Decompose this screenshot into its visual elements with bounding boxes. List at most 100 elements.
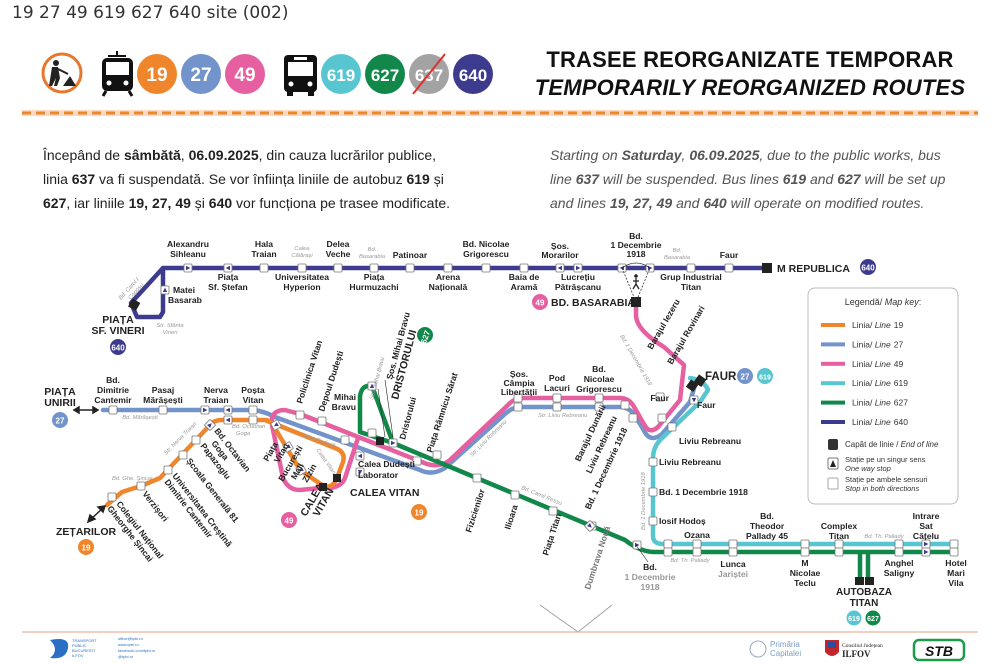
stop-marker[interactable]: [894, 547, 904, 557]
stop-marker[interactable]: [949, 539, 959, 549]
stop-marker[interactable]: [648, 487, 658, 497]
notice-ro: Începând de sâmbătă, 06.09.2025, din cau…: [43, 147, 451, 211]
stop-marker[interactable]: [333, 263, 343, 273]
one-way-stop-marker[interactable]: [160, 285, 170, 295]
stop-marker[interactable]: [692, 547, 702, 557]
stop-marker[interactable]: [295, 410, 305, 420]
stop-marker[interactable]: [248, 405, 258, 415]
stop-marker[interactable]: [657, 413, 667, 423]
stop-marker[interactable]: [443, 263, 453, 273]
one-way-stop-marker[interactable]: [388, 438, 398, 448]
one-way-stop-marker[interactable]: [223, 405, 233, 415]
one-way-stop-marker[interactable]: [367, 381, 377, 391]
stop-marker[interactable]: [412, 456, 422, 466]
stop-marker[interactable]: [317, 416, 327, 426]
one-way-stop-marker[interactable]: [295, 464, 307, 476]
one-way-stop-marker[interactable]: [921, 539, 931, 549]
svg-text:619: 619: [759, 375, 771, 382]
stop-marker[interactable]: [513, 402, 523, 412]
stop-marker[interactable]: [648, 457, 658, 467]
stop-marker[interactable]: [472, 473, 482, 483]
stop-marker[interactable]: [367, 428, 377, 438]
one-way-stop-marker[interactable]: [355, 467, 365, 477]
stop-marker[interactable]: [648, 516, 658, 526]
svg-text:Stație pe ambele sensuri: Stație pe ambele sensuri: [845, 475, 928, 484]
stop-marker[interactable]: [724, 263, 734, 273]
stop-marker[interactable]: [259, 263, 269, 273]
one-way-stop-marker[interactable]: [584, 520, 596, 532]
stop-marker[interactable]: [692, 539, 702, 549]
one-way-stop-marker[interactable]: [223, 415, 233, 425]
line-badge-627: 627: [365, 54, 405, 94]
one-way-stop-marker[interactable]: [223, 263, 233, 273]
stop-marker[interactable]: [513, 393, 523, 403]
tpbi-logo: [50, 639, 69, 659]
stop-marker[interactable]: [552, 402, 562, 412]
legend-swatch: [821, 400, 845, 405]
one-way-stop-marker[interactable]: [204, 419, 216, 431]
stop-marker[interactable]: [191, 435, 201, 445]
one-way-stop-marker[interactable]: [282, 441, 294, 453]
one-way-stop-marker[interactable]: [921, 547, 931, 557]
stop-marker[interactable]: [248, 415, 258, 425]
line-badge-640: 640: [453, 54, 493, 94]
stop-marker[interactable]: [628, 413, 638, 423]
stop-marker[interactable]: [800, 547, 810, 557]
stop-marker[interactable]: [510, 490, 520, 500]
stop-marker[interactable]: [340, 435, 350, 445]
stop-marker[interactable]: [158, 405, 168, 415]
stop-marker[interactable]: [552, 393, 562, 403]
one-way-stop-marker[interactable]: [200, 405, 210, 415]
stop-marker[interactable]: [163, 465, 173, 475]
one-way-stop-marker[interactable]: [573, 263, 583, 273]
stop-marker[interactable]: [800, 539, 810, 549]
stop-marker[interactable]: [481, 263, 491, 273]
stop-marker[interactable]: [667, 422, 677, 432]
stop-marker[interactable]: [728, 539, 738, 549]
svg-text:STB: STB: [925, 643, 953, 659]
stop-marker[interactable]: [834, 539, 844, 549]
one-way-stop-marker[interactable]: [555, 263, 565, 273]
one-way-stop-marker[interactable]: [355, 451, 365, 461]
stop-marker[interactable]: [519, 263, 529, 273]
stop-marker[interactable]: [369, 263, 379, 273]
stop-marker[interactable]: [728, 547, 738, 557]
stop-marker[interactable]: [686, 263, 696, 273]
stop-marker[interactable]: [548, 506, 558, 516]
svg-text:Legendă/ Map key:: Legendă/ Map key:: [845, 297, 922, 307]
stop-marker[interactable]: [655, 392, 665, 402]
dashed-divider: [22, 110, 978, 116]
stop-marker[interactable]: [894, 539, 904, 549]
stop-marker[interactable]: [108, 405, 118, 415]
stop-marker[interactable]: [107, 492, 117, 502]
svg-text:Ilioara: Ilioara: [502, 503, 519, 530]
stop-marker[interactable]: [663, 547, 673, 557]
stop-marker[interactable]: [594, 402, 604, 412]
line-badge-label: 619: [327, 66, 355, 85]
stop-marker[interactable]: [620, 400, 630, 410]
stop-marker[interactable]: [178, 450, 188, 460]
one-way-stop-marker[interactable]: [270, 419, 282, 431]
one-way-stop-marker[interactable]: [632, 540, 642, 550]
stop-marker[interactable]: [297, 263, 307, 273]
stop-marker[interactable]: [949, 547, 959, 557]
stop-marker[interactable]: [432, 450, 442, 460]
stop-marker[interactable]: [136, 481, 146, 491]
one-way-stop-marker[interactable]: [183, 263, 193, 273]
stop-marker[interactable]: [834, 547, 844, 557]
stop-marker[interactable]: [405, 263, 415, 273]
svg-text:Bd. 1 Decembrie 1918: Bd. 1 Decembrie 1918: [641, 472, 647, 530]
stop-marker[interactable]: [663, 539, 673, 549]
stop-marker[interactable]: [594, 393, 604, 403]
one-way-stop-marker[interactable]: [689, 395, 699, 405]
